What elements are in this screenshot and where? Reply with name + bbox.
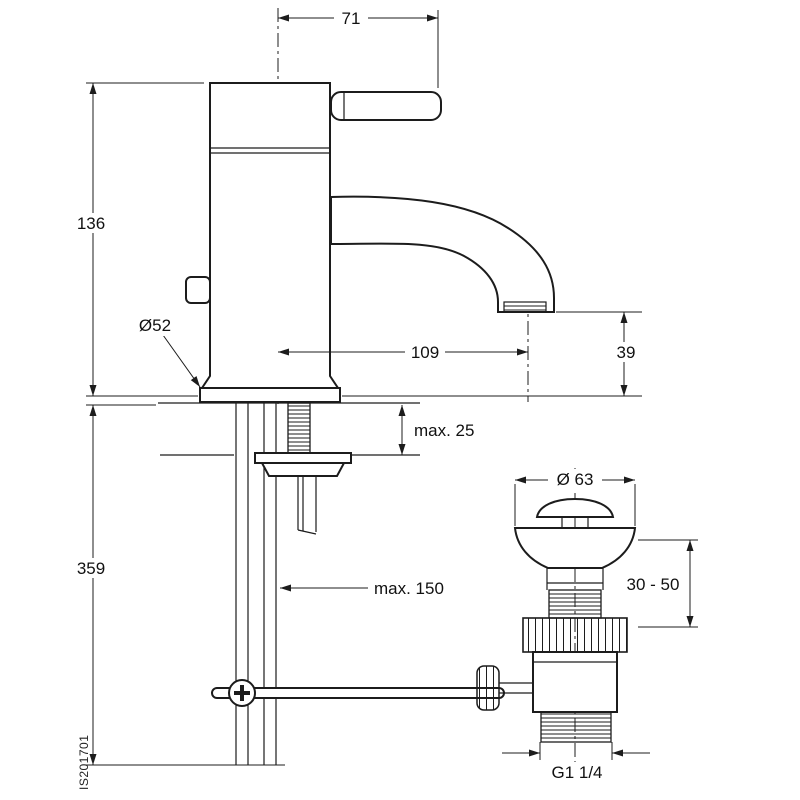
dimension-30-50: 30 - 50 xyxy=(622,539,698,628)
dim-label-136: 136 xyxy=(77,214,105,233)
waste-flange xyxy=(513,527,637,569)
label-bg xyxy=(72,213,110,233)
label-bg xyxy=(334,7,368,27)
leader-line xyxy=(162,334,201,388)
label-bg xyxy=(548,469,602,489)
dim-label-max150: max. 150 xyxy=(374,579,444,598)
waste-body xyxy=(532,651,618,713)
dimension-39: 39 xyxy=(342,311,642,397)
dim-label-30-50: 30 - 50 xyxy=(627,575,680,594)
label-bg xyxy=(608,342,642,362)
dimension-max150: max. 150 xyxy=(280,579,444,598)
label-bg xyxy=(133,314,177,336)
adjuster-knob xyxy=(476,665,500,711)
fixing-hardware xyxy=(254,402,352,535)
dimension-71: 71 xyxy=(278,7,439,88)
label-bg xyxy=(622,574,684,594)
dim-label-dia63: Ø 63 xyxy=(557,470,594,489)
waste-thread-section xyxy=(548,589,602,619)
body-side-tab xyxy=(185,276,211,304)
waste-assembly xyxy=(513,497,637,743)
dimension-dia52: Ø52 xyxy=(133,314,201,388)
dim-label-dia52: Ø52 xyxy=(139,316,171,335)
dimension-dia63: Ø 63 xyxy=(514,469,636,526)
aerator xyxy=(503,301,547,313)
pop-up-linkage xyxy=(211,665,533,711)
dimension-max25: max. 25 xyxy=(398,405,474,455)
dimension-109: 109 xyxy=(278,342,528,362)
dimension-g114: G1 1/4 xyxy=(502,742,650,782)
spout-outline xyxy=(330,195,555,313)
spout xyxy=(330,195,555,313)
waste-plug-cap xyxy=(535,497,615,518)
fixing-washer xyxy=(254,452,352,464)
dim-label-359: 359 xyxy=(77,559,105,578)
drawing-code-text: IS201701 xyxy=(77,735,91,790)
dim-label-g114: G1 1/4 xyxy=(551,763,602,782)
base-plate xyxy=(199,387,341,403)
label-bg xyxy=(72,558,110,578)
waste-tailpiece-thread xyxy=(540,711,612,743)
dim-label-39: 39 xyxy=(617,343,636,362)
drawing-code: IS201701 xyxy=(77,735,91,790)
label-bg xyxy=(405,342,445,362)
dim-label-max25: max. 25 xyxy=(414,421,474,440)
dimension-136: 136 xyxy=(72,82,204,397)
faucet-body xyxy=(185,82,341,403)
body-outline xyxy=(200,82,340,389)
waste-backnut xyxy=(522,617,628,653)
fixing-nut xyxy=(260,462,346,477)
pipe-stub-cut xyxy=(297,529,317,535)
dim-label-71: 71 xyxy=(342,9,361,28)
handle-outline xyxy=(330,91,442,121)
threaded-shank xyxy=(287,402,311,454)
dim-label-109: 109 xyxy=(411,343,439,362)
handle-lever xyxy=(330,91,442,121)
dimension-359: 359 xyxy=(72,404,285,766)
